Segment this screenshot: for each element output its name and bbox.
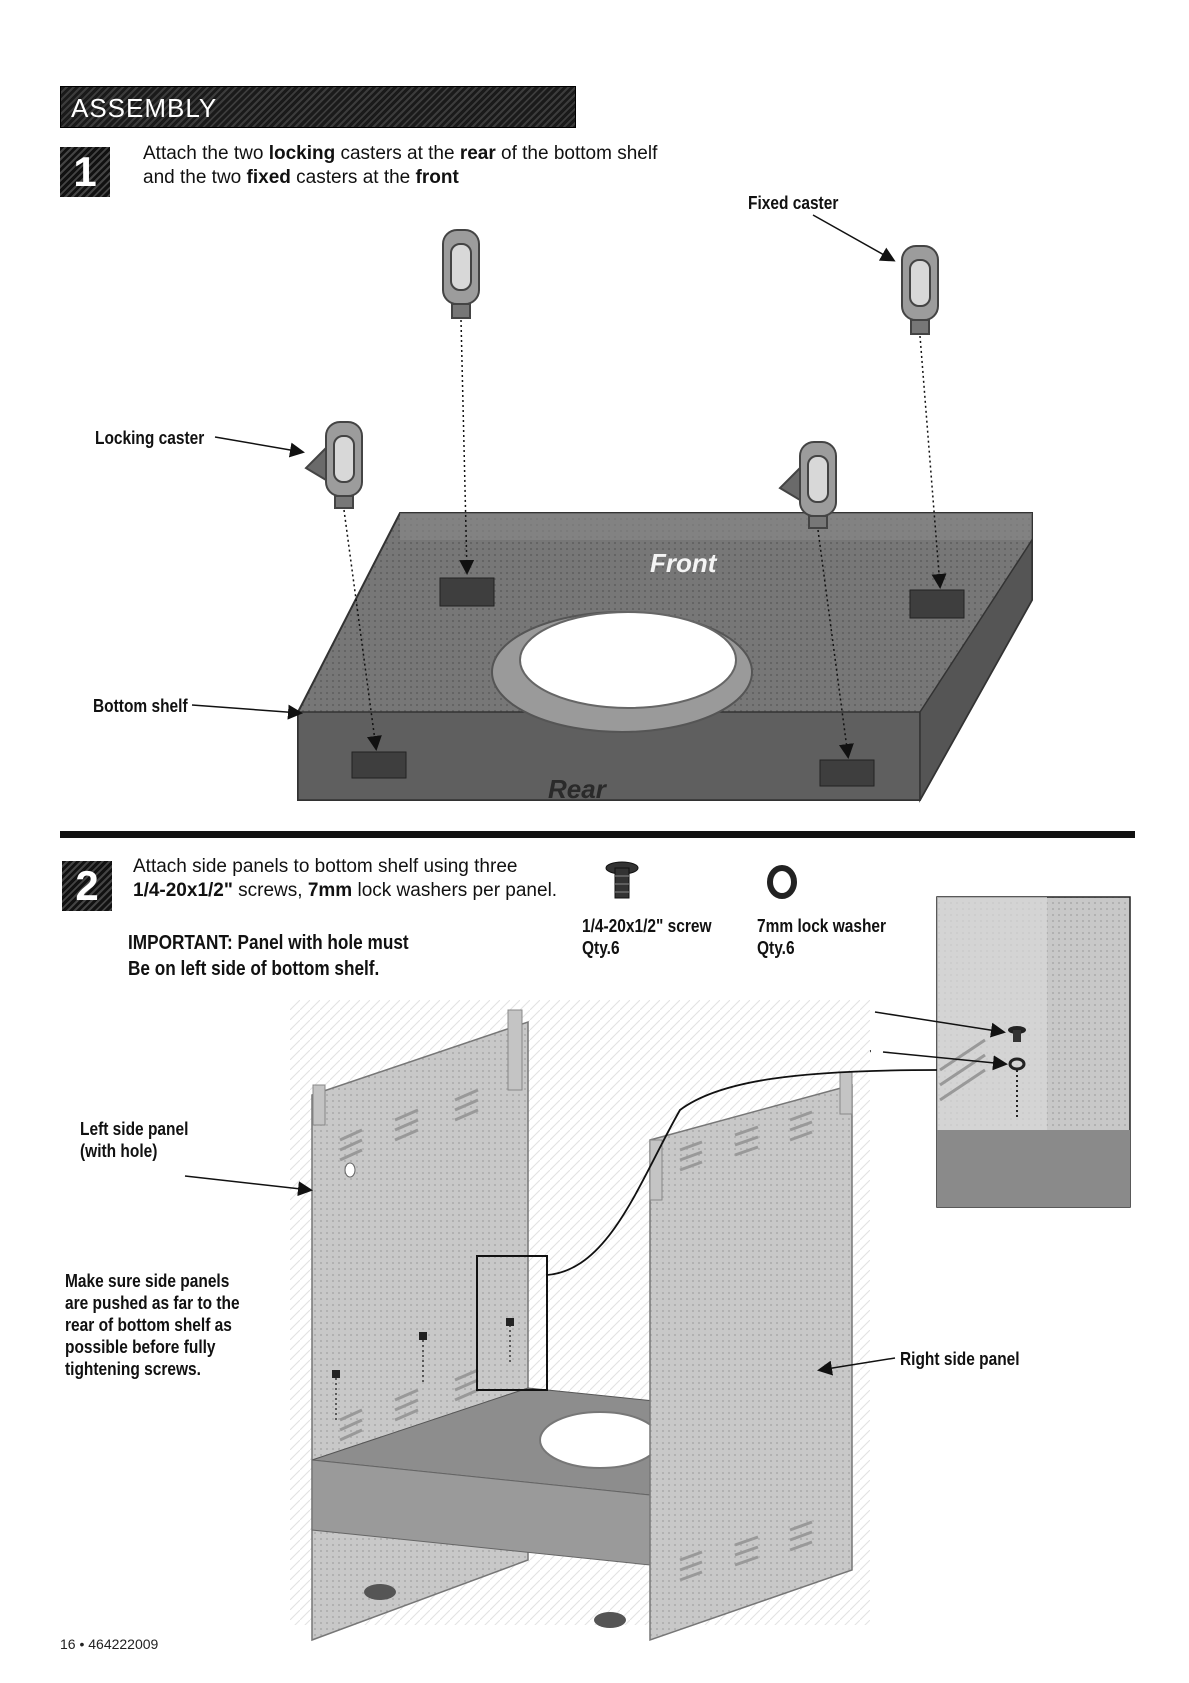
step-2-line-2: 1/4-20x1/2" screws, 7mm lock washers per… [133,879,593,903]
left-side-panel-label: Left side panel (with hole) [80,1118,188,1162]
detail-zoom-box [477,1256,547,1390]
section-divider [60,831,1135,838]
fixed-caster-label: Fixed caster [748,192,838,214]
bottom-shelf-label: Bottom shelf [93,695,188,717]
lock-washer-icon [770,868,794,896]
caster-top-right [902,246,938,334]
step-2-number: 2 [62,861,112,911]
step-2-line-1: Attach side panels to bottom shelf using… [133,855,593,879]
step-1-line-1: Attach the two locking casters at the re… [143,142,663,166]
important-note: IMPORTANT: Panel with hole must Be on le… [128,930,409,982]
screw-part-label: 1/4-20x1/2" screw Qty.6 [582,915,712,959]
section-title: ASSEMBLY [71,93,217,124]
caster-locking-right [780,442,836,528]
section-header: ASSEMBLY [60,86,576,128]
right-side-panel-label: Right side panel [900,1348,1020,1370]
step-1-instructions: Attach the two locking casters at the re… [143,142,663,190]
washer-callout-label: 7mm lock washer [742,1043,871,1065]
page-footer: 16 • 464222009 [60,1636,158,1652]
caster-locking-left [306,422,362,508]
screw-icon [606,862,638,898]
step-1-line-2: and the two fixed casters at the front [143,166,663,190]
step-1-number: 1 [60,147,110,197]
screw-callout-label: 1/4-20x1/2" screw [738,1003,868,1025]
right-side-panel-drawing [650,1072,852,1640]
caster-top-left [443,230,479,318]
rear-label: Rear [548,774,606,805]
locking-caster-label: Locking caster [95,427,204,449]
cabinet-bottom-shelf [312,1388,840,1628]
step-2-instructions: Attach side panels to bottom shelf using… [133,855,593,903]
front-label: Front [650,548,716,579]
washer-part-label: 7mm lock washer Qty.6 [757,915,886,959]
left-side-panel-drawing [312,1010,528,1640]
side-panel-note: Make sure side panels are pushed as far … [65,1270,240,1380]
detail-inset [937,897,1130,1207]
